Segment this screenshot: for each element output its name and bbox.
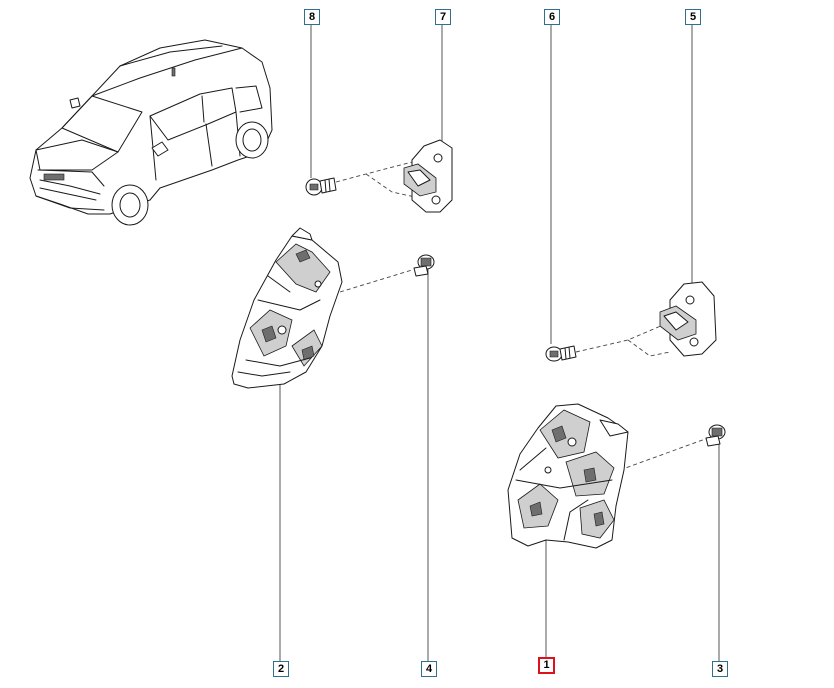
callout-7[interactable]: 7 [435, 9, 451, 25]
part-7-striker-plate [403, 139, 453, 213]
vehicle-illustration [29, 39, 273, 226]
callout-6[interactable]: 6 [544, 9, 560, 25]
callout-3[interactable]: 3 [712, 661, 728, 677]
callout-8[interactable]: 8 [304, 9, 320, 25]
callout-5[interactable]: 5 [685, 9, 701, 25]
part-4-bolt [413, 254, 435, 277]
assembly-lines [335, 159, 709, 471]
part-8-screw [305, 177, 337, 196]
part-2-door-lock [231, 227, 343, 389]
part-6-screw [545, 345, 577, 362]
callout-1-selected[interactable]: 1 [538, 657, 555, 674]
callout-4[interactable]: 4 [421, 661, 437, 677]
part-1-door-lock [507, 403, 629, 549]
callout-2[interactable]: 2 [273, 661, 289, 677]
part-5-striker-plate [659, 281, 717, 357]
part-3-bolt [705, 424, 726, 447]
leader-lines [279, 24, 720, 662]
